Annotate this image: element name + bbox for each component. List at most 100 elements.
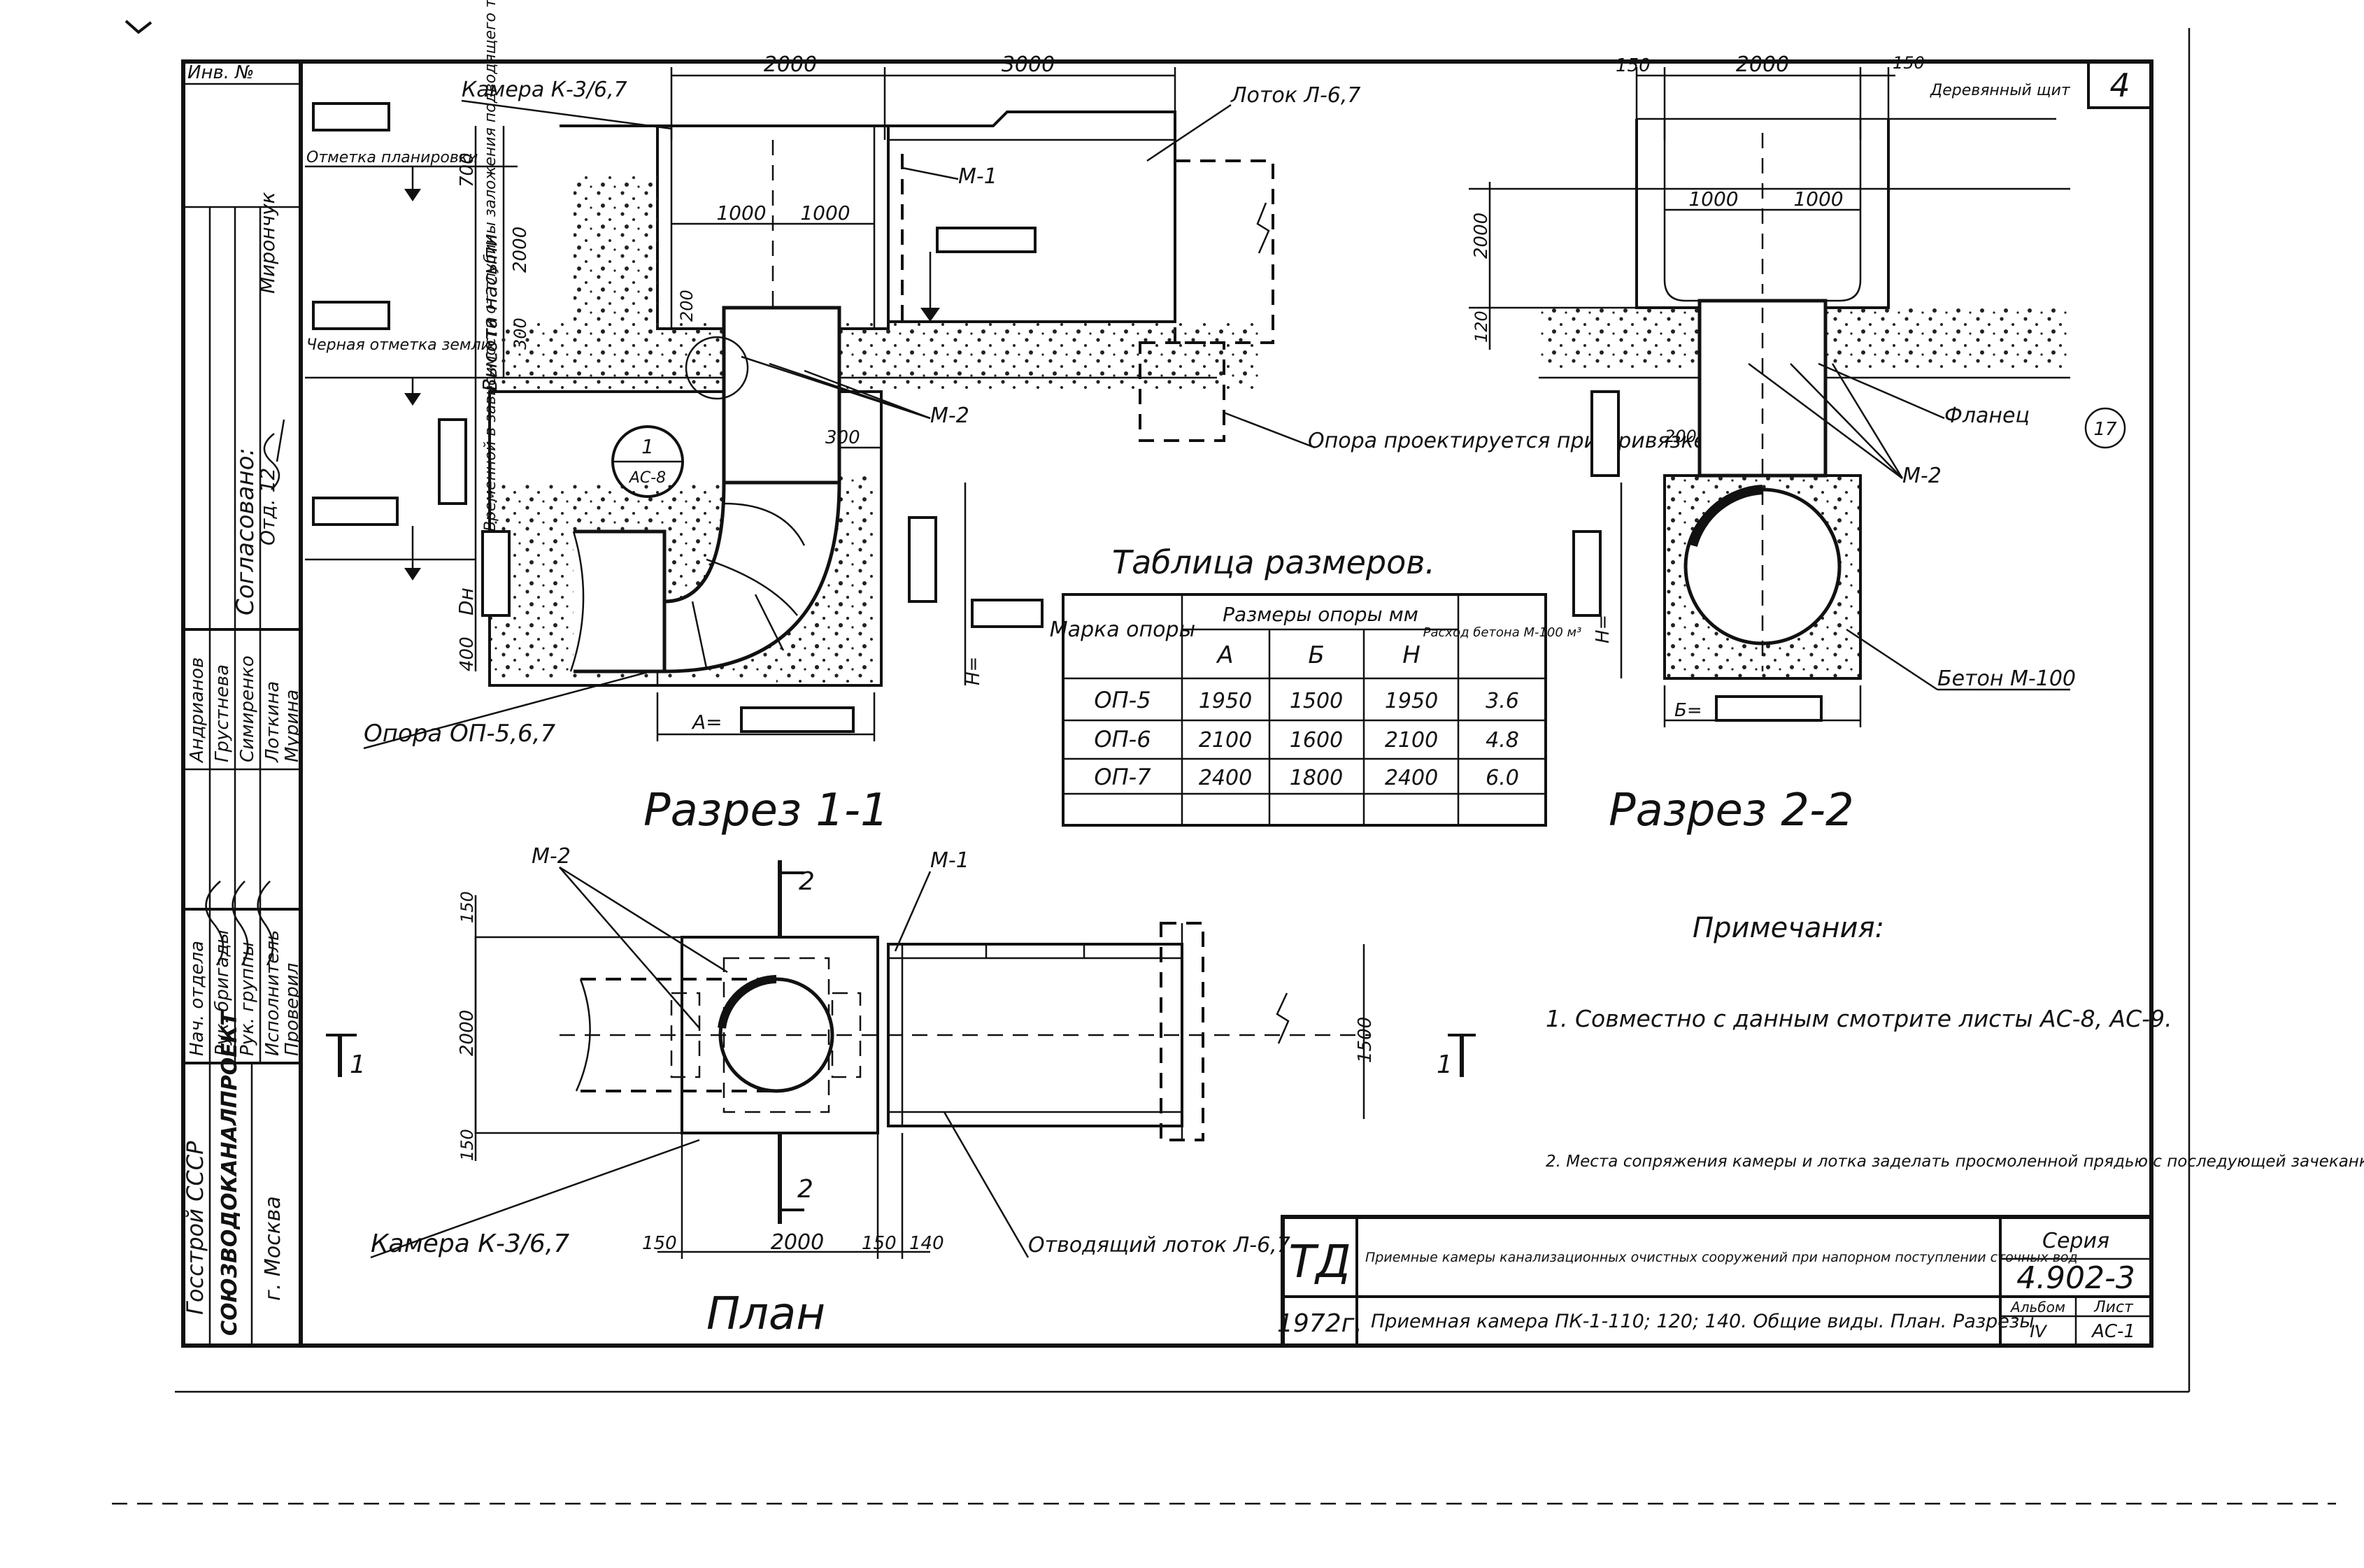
s11-d-label: Dн (455, 587, 478, 615)
role-1: Нач. отдела (187, 941, 208, 1056)
tb-album-label: Альбом (2009, 1299, 2065, 1316)
s11-dim-2000-v: 2000 (510, 227, 531, 273)
s11-m2: М-2 (930, 404, 969, 428)
plan-dim-2000-v: 2000 (457, 1010, 478, 1056)
s22-dim-2000-v: 2000 (1471, 213, 1492, 259)
plan-cut2-bottom: 2 (797, 1175, 813, 1204)
tb-sheet-label: Лист (2093, 1299, 2134, 1316)
s11-dim-300-h: 300 (825, 427, 860, 448)
s11-dim-1000-b: 1000 (800, 201, 850, 224)
s11-mark-planning: Отметка планировки (306, 149, 478, 166)
s22-dim-150-b: 150 (1893, 53, 1925, 73)
s11-dim-400: 400 (457, 636, 478, 671)
s11-title: Разрез 1-1 (643, 785, 889, 836)
s11-dim-1000-a: 1000 (716, 201, 766, 224)
table-title: Таблица размеров. (1112, 543, 1435, 581)
table-col-concrete: Расход бетона М-100 м³ (1423, 625, 1582, 640)
s22-dim-1000-a: 1000 (1688, 187, 1738, 211)
s11-tray-label: Лоток Л-6,7 (1230, 83, 1361, 108)
agreed-dept: Отд. 12 (256, 468, 279, 546)
table-row-a: 2400 (1199, 766, 1252, 790)
table-sub-b: Б (1308, 641, 1324, 669)
sheet-border (112, 20, 2336, 1505)
table-row-a: 1950 (1199, 689, 1252, 713)
table-row-v: 3.6 (1486, 689, 1519, 713)
tb-title-sub: Приемная камера ПК-1-110; 120; 140. Общи… (1371, 1311, 2040, 1332)
s22-dim-1000-b: 1000 (1793, 187, 1843, 211)
size-table: Таблица размеров. Марка опоры Размеры оп… (1050, 543, 1582, 827)
name-5: Мурина (282, 690, 303, 762)
s11-dim-2000: 2000 (764, 52, 817, 77)
name-1: Андрианов (187, 657, 208, 764)
table-col-mark: Марка опоры (1050, 618, 1195, 642)
s22-h-eq: H= (1593, 615, 1614, 643)
s22-dim-150-a: 150 (1616, 55, 1651, 76)
svg-text:Временной в зависимости от глу: Временной в зависимости от глубины залож… (482, 0, 499, 532)
s22-dim-120: 120 (1472, 311, 1491, 343)
plan-cut1-right: 1 (1437, 1050, 1453, 1079)
s22-dim-2000: 2000 (1736, 52, 1789, 77)
org-ministry: Госстрой СССР (182, 1141, 208, 1315)
section-2-2: 150 2000 150 Деревянный щит 1000 1000 20… (1469, 52, 2126, 836)
role-5: Проверил (282, 963, 303, 1056)
table-sub-a: А (1216, 641, 1233, 669)
plan-cut2-top: 2 (799, 867, 815, 896)
s22-concrete: Бетон М-100 (1937, 667, 2076, 691)
table-row-h: 2400 (1385, 766, 1438, 790)
plan-outlet-label: Отводящий лоток Л-6,7 (1028, 1233, 1290, 1257)
s22-title: Разрез 2-2 (1609, 785, 1854, 836)
s11-dim-700: 700 (457, 152, 478, 187)
s22-b-eq: Б= (1674, 700, 1702, 721)
plan-dim-150-a: 150 (642, 1233, 677, 1254)
note-2: 2. Места сопряжения камеры и лотка задел… (1546, 1153, 2364, 1171)
tb-td: ТД (1288, 1236, 1351, 1288)
notes: Примечания: 1. Совместно с данным смотри… (1546, 912, 2364, 1171)
s11-dim-200: 200 (677, 290, 697, 322)
agreed-label: Согласовано: (232, 448, 259, 615)
s22-flange: Фланец (1944, 404, 2030, 428)
s11-vertical-note: Временной в зависимости от глубины залож… (482, 0, 499, 532)
plan-dim-2000-h: 2000 (771, 1230, 824, 1255)
s22-wood-shield: Деревянный щит (1930, 82, 2071, 99)
plan-dim-150-b: 150 (862, 1233, 897, 1254)
s22-m2: М-2 (1902, 464, 1942, 488)
plan-chamber-label: Камера К-3/6,7 (371, 1230, 569, 1258)
table-row-b: 1600 (1290, 728, 1343, 753)
plan-dim-1500: 1500 (1355, 1017, 1376, 1063)
tb-title-main: Приемные камеры канализационных очистных… (1365, 1250, 2078, 1265)
s22-flange-ref: 17 (2093, 419, 2117, 440)
plan-m1: М-1 (930, 848, 969, 873)
inv-label: Инв. № (187, 62, 254, 83)
note-1: 1. Совместно с данным смотрите листы АС-… (1546, 1005, 2172, 1032)
title-block: ТД 1972г. Приемные камеры канализационны… (1277, 1215, 2153, 1348)
table-col-sizes: Размеры опоры мм (1223, 603, 1418, 626)
name-4: Лоткина (262, 681, 283, 763)
s11-a-eq: A= (691, 711, 722, 734)
tb-series-label: Серия (2042, 1229, 2109, 1253)
s11-dim-3000: 3000 (1002, 52, 1055, 77)
tb-album-value: IV (2030, 1322, 2047, 1341)
s11-callout-sheet: АС-8 (628, 469, 666, 487)
table-row-h: 1950 (1385, 689, 1438, 713)
s11-mark-ground: Черная отметка земли (306, 336, 491, 354)
s11-h-eq: H= (963, 657, 984, 685)
table-row-h: 2100 (1385, 728, 1438, 753)
table-row-mark: ОП-6 (1094, 726, 1151, 753)
agreed-signer: Мирончук (256, 192, 279, 294)
tb-sheet-value: АС-1 (2091, 1321, 2135, 1342)
section-1-1: 2000 3000 Камера К-3/6,7 Лоток Л-6,7 100… (305, 0, 1804, 836)
table-row-b: 1500 (1290, 689, 1343, 713)
plan-cut1-left: 1 (350, 1050, 366, 1079)
name-2: Грустнева (212, 664, 233, 762)
s22-dim-200: 200 (1665, 427, 1697, 446)
table-sub-h: Н (1402, 641, 1420, 669)
plan-title: План (706, 1288, 825, 1340)
table-row-v: 6.0 (1486, 766, 1519, 790)
name-3: Симиренко (237, 655, 258, 762)
table-row-v: 4.8 (1486, 728, 1519, 753)
s11-m1: М-1 (958, 164, 997, 189)
s11-chamber-label: Камера К-3/6,7 (462, 78, 627, 102)
plan-view: 150 2000 150 1500 2 2 1 (326, 844, 1476, 1340)
table-row-mark: ОП-7 (1094, 764, 1151, 790)
